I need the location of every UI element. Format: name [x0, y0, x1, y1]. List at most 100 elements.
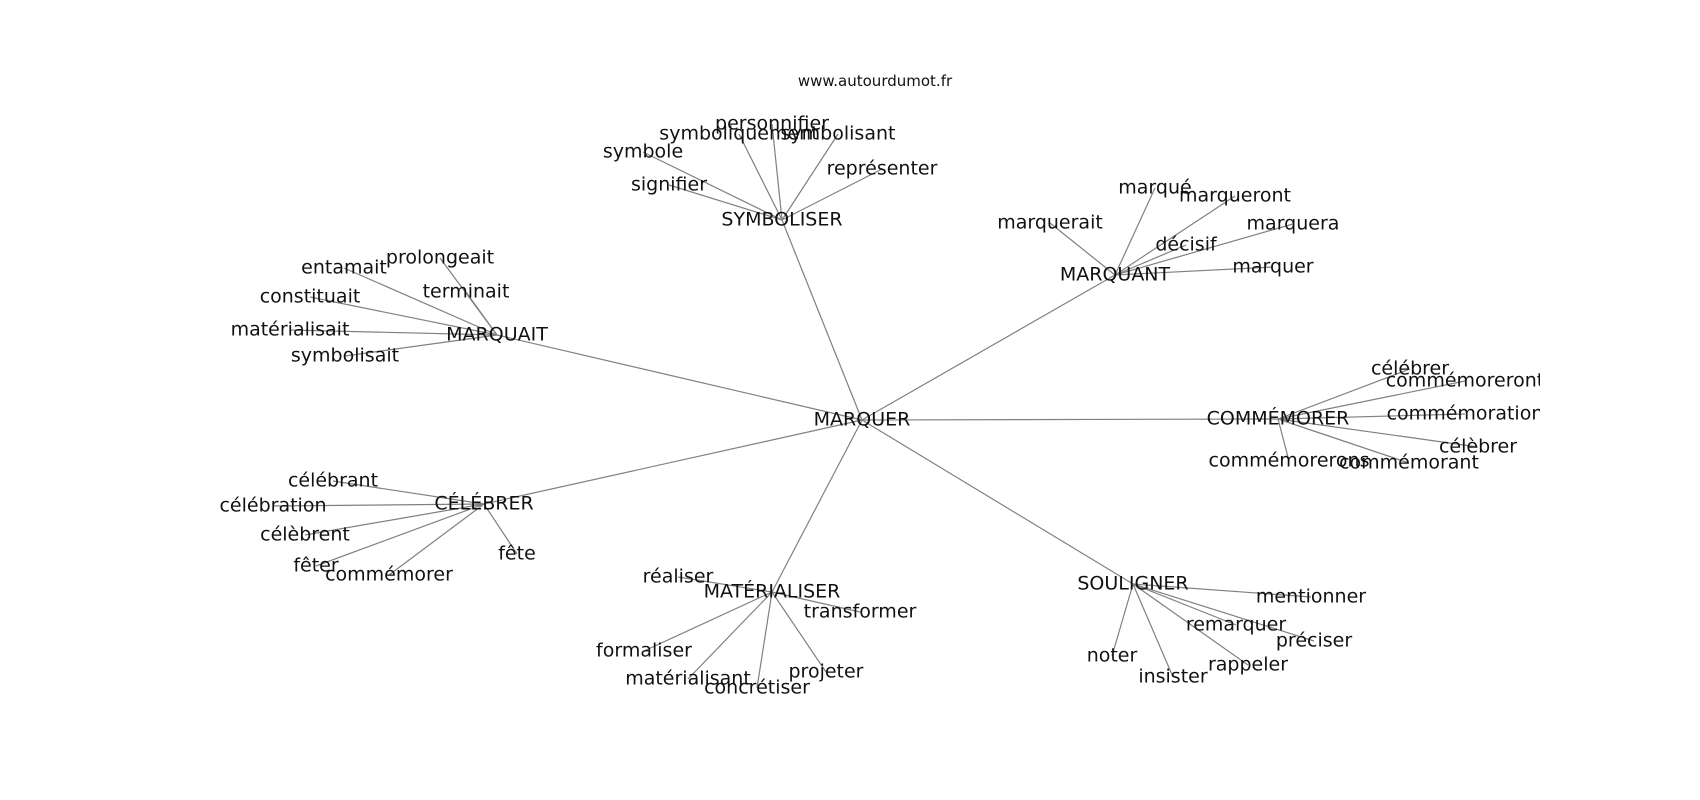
edge-commemorer-commemoreront: [1277, 380, 1466, 420]
node-hub-commemorer[interactable]: COMMÉMORER: [1207, 407, 1350, 430]
node-leaf-commemorant[interactable]: commémorant: [1339, 452, 1479, 474]
node-leaf-realiser[interactable]: réaliser: [643, 566, 714, 588]
node-leaf-marquerait[interactable]: marquerait: [997, 212, 1103, 234]
node-hub-marquant[interactable]: MARQUANT: [1060, 264, 1171, 286]
node-leaf-symboliquement[interactable]: symboliquement: [659, 123, 818, 145]
edge-center-commemorer: [861, 418, 1279, 421]
edge-souligner-rappeler: [1132, 583, 1249, 666]
edge-souligner-noter: [1111, 583, 1134, 657]
edge-symboliser-personnifier: [771, 123, 783, 221]
edges-layer: [272, 123, 1479, 689]
edge-marquait-symbolisait: [344, 334, 498, 357]
node-leaf-marquera[interactable]: marquera: [1247, 213, 1340, 235]
edge-marquait-terminait: [465, 291, 498, 336]
node-leaf-representer[interactable]: représenter: [827, 158, 938, 180]
node-leaf-commemorerons[interactable]: commémorerons: [1209, 450, 1370, 472]
node-leaf-mentionner[interactable]: mentionner: [1256, 586, 1366, 608]
edge-celebrer-fete: [483, 503, 518, 555]
edge-symboliser-signifier: [668, 184, 783, 221]
node-hub-celebrer[interactable]: CÉLÉBRER: [434, 492, 533, 515]
edge-celebrer-commemorer: [388, 503, 485, 576]
node-leaf-symbole[interactable]: symbole: [603, 141, 683, 163]
node-leaf-constituait[interactable]: constituait: [260, 286, 361, 308]
edge-commemorer-celebrer: [1277, 368, 1411, 420]
edge-commemorer-celebrer: [1277, 418, 1479, 448]
node-leaf-marquer[interactable]: marquer: [1232, 256, 1313, 278]
edge-materialiser-realiser: [677, 576, 773, 593]
edge-marquant-marquer: [1114, 266, 1274, 276]
node-leaf-transformer[interactable]: transformer: [804, 601, 917, 623]
edge-materialiser-concretiser: [756, 591, 773, 689]
node-leaf-entamait[interactable]: entamait: [301, 257, 387, 279]
node-leaf-materialisant[interactable]: matérialisant: [625, 668, 751, 690]
edge-center-souligner: [861, 419, 1134, 585]
edge-materialiser-projeter: [771, 591, 827, 673]
edge-center-marquant: [861, 274, 1116, 421]
node-leaf-commemorer[interactable]: commémorer: [325, 564, 453, 586]
node-leaf-projeter[interactable]: projeter: [789, 661, 864, 683]
edge-commemorer-commemorant: [1277, 418, 1410, 464]
node-leaf-marque[interactable]: marqué: [1118, 177, 1191, 199]
edge-marquant-marquera: [1114, 223, 1294, 276]
node-leaf-fete[interactable]: fête: [498, 543, 536, 565]
node-leaf-personnifier[interactable]: personnifier: [715, 113, 829, 135]
edge-commemorer-commemorerons: [1277, 418, 1290, 462]
node-leaf-celebration[interactable]: célébration: [219, 495, 326, 517]
edge-marquant-marque: [1114, 187, 1156, 276]
node-leaf-celebrer[interactable]: célébrer: [1371, 358, 1449, 380]
node-hub-marquait[interactable]: MARQUAIT: [446, 324, 548, 346]
edge-celebrer-celebrant: [332, 480, 485, 505]
node-leaf-commemoration[interactable]: commémoration: [1387, 403, 1544, 425]
node-leaf-remarquer[interactable]: remarquer: [1186, 614, 1287, 636]
node-center-marquer[interactable]: MARQUER: [814, 409, 911, 431]
node-leaf-feter[interactable]: fêter: [293, 555, 339, 577]
node-hub-materialiser[interactable]: MATÉRIALISER: [704, 580, 841, 603]
node-leaf-signifier[interactable]: signifier: [631, 174, 707, 196]
node-leaf-symbolisant[interactable]: symbolisant: [781, 123, 896, 145]
edge-celebrer-feter: [315, 503, 485, 567]
node-leaf-marqueront[interactable]: marqueront: [1179, 185, 1291, 207]
edge-materialiser-transformer: [771, 591, 861, 613]
edge-symboliser-symboliquement: [738, 133, 783, 221]
edge-celebrer-celebration: [272, 503, 485, 507]
edge-commemorer-commemoration: [1277, 413, 1466, 420]
node-leaf-formaliser[interactable]: formaliser: [596, 640, 692, 662]
edge-materialiser-materialisant: [687, 591, 773, 680]
node-leaf-symbolisait[interactable]: symbolisait: [291, 345, 399, 367]
edge-marquait-constituait: [309, 296, 498, 336]
edge-marquant-decisif: [1114, 244, 1187, 276]
node-leaf-celebrant[interactable]: célébrant: [288, 470, 378, 492]
node-leaf-celebrer[interactable]: célèbrer: [1439, 436, 1517, 458]
edge-souligner-mentionner: [1132, 583, 1312, 598]
node-hub-souligner[interactable]: SOULIGNER: [1077, 573, 1188, 595]
node-leaf-celebrent[interactable]: célèbrent: [260, 524, 350, 546]
edge-marquant-marqueront: [1114, 195, 1236, 276]
edge-symboliser-representer: [781, 168, 883, 221]
node-leaf-terminait[interactable]: terminait: [423, 281, 510, 303]
edge-souligner-insister: [1132, 583, 1174, 678]
node-leaf-noter[interactable]: noter: [1087, 645, 1138, 667]
edge-souligner-remarquer: [1132, 583, 1237, 626]
edge-marquant-marquerait: [1049, 222, 1116, 276]
node-leaf-rappeler[interactable]: rappeler: [1208, 654, 1288, 676]
edge-center-celebrer: [483, 419, 863, 505]
edge-symboliser-symbolisant: [781, 133, 839, 221]
edge-marquait-entamait: [343, 267, 498, 336]
edge-symboliser-symbole: [642, 151, 783, 221]
node-hub-symboliser[interactable]: SYMBOLISER: [721, 209, 842, 231]
node-leaf-commemoreront[interactable]: commémoreront: [1386, 370, 1545, 392]
edge-celebrer-celebrent: [304, 503, 485, 536]
node-leaf-prolongeait[interactable]: prolongeait: [386, 247, 494, 269]
node-leaf-decisif[interactable]: décisif: [1155, 234, 1218, 256]
edge-center-materialiser: [771, 419, 863, 593]
node-leaf-preciser[interactable]: préciser: [1276, 630, 1352, 652]
labels-layer: MARQUER SYMBOLISER personnifiersymboliquem…: [219, 113, 1545, 699]
node-leaf-materialisait[interactable]: matérialisait: [231, 319, 350, 341]
edge-center-marquait: [496, 334, 863, 421]
edge-souligner-preciser: [1132, 583, 1315, 642]
node-leaf-concretiser[interactable]: concrétiser: [704, 677, 810, 699]
edge-marquait-materialisait: [289, 329, 498, 336]
node-leaf-insister[interactable]: insister: [1138, 666, 1208, 688]
edge-center-symboliser: [781, 219, 863, 421]
